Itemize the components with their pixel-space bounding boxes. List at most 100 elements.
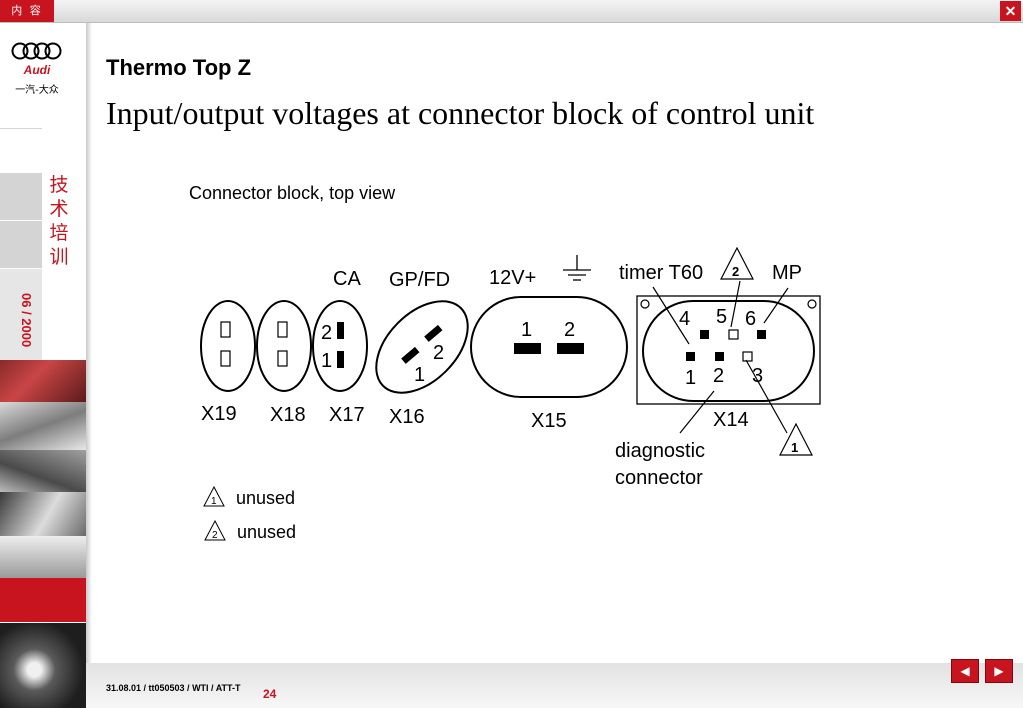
page-number: 24 [263, 687, 277, 701]
x17-pin [337, 351, 344, 368]
x17-header: CA [333, 268, 361, 290]
x14-pin [700, 330, 709, 339]
sidebar-photo [0, 536, 86, 578]
x16-pin [401, 346, 420, 364]
x14-mount-hole [640, 299, 650, 309]
sidebar-photo [0, 360, 86, 402]
legend-item: 1 unused [203, 485, 295, 508]
x16-pin-2-label: 2 [433, 342, 444, 364]
legend-item: 2 unused [204, 519, 296, 542]
x14-mount-hole [807, 299, 817, 309]
x14-pin-empty [742, 351, 753, 362]
sidebar-photo [0, 623, 86, 708]
previous-slide-button[interactable]: ◀ [951, 659, 979, 683]
legend-badge: 1 [211, 496, 217, 507]
badge-top-leader-line [730, 280, 741, 328]
x17-label: X17 [329, 404, 365, 426]
legend-text: unused [236, 488, 295, 508]
sidebar-red-block [0, 578, 86, 622]
x14-pin-6-label: 6 [745, 308, 756, 330]
audi-rings-icon [11, 42, 62, 60]
x17-housing [312, 300, 368, 392]
x16-label: X16 [389, 406, 425, 428]
x16-pin [424, 324, 443, 342]
x18-pin-slot [277, 350, 288, 367]
x19-housing [200, 300, 256, 392]
x17-pin-2-label: 2 [321, 322, 332, 344]
ground-icon [563, 255, 591, 281]
badge-top-number: 2 [732, 264, 739, 279]
x15-pin [557, 343, 584, 354]
timer-label: timer T60 [619, 262, 703, 284]
badge-right-number: 1 [791, 440, 798, 455]
diagnostic-label-line2: connector [615, 467, 703, 489]
logo-word: Audi [23, 63, 51, 77]
sidebar-block [0, 221, 42, 269]
slide-subtitle: Thermo Top Z [106, 55, 252, 80]
close-button[interactable]: ✕ [1000, 1, 1021, 21]
timer-leader-line [652, 286, 690, 345]
x17-pin [337, 322, 344, 339]
x14-pin-3-label: 3 [752, 365, 763, 387]
x16-housing [375, 300, 469, 394]
warning-triangle-icon: 1 [779, 422, 813, 456]
section-title: 技术培训 [49, 174, 69, 268]
x14-label: X14 [713, 409, 749, 431]
contents-menu-button[interactable]: 内 容 [0, 0, 54, 22]
warning-triangle-icon: 2 [204, 519, 226, 541]
slide-title: Input/output voltages at connector block… [106, 95, 815, 131]
x15-housing [470, 296, 628, 398]
sidebar-photo [0, 450, 86, 492]
legend-text: unused [237, 522, 296, 542]
sidebar: Audi 一汽-大众 技术培训 06 / 2000 [0, 23, 86, 708]
x17-pin-1-label: 1 [321, 350, 332, 372]
sidebar-block [0, 269, 42, 366]
x14-pin [715, 352, 724, 361]
arrow-right-icon: ▶ [994, 664, 1004, 678]
x15-label: X15 [531, 410, 567, 432]
x14-housing [642, 300, 815, 402]
x15-pin-1-label: 1 [521, 319, 532, 341]
x16-pin-1-label: 1 [414, 364, 425, 386]
x18-label: X18 [270, 404, 306, 426]
x14-pin [757, 330, 766, 339]
mp-label: MP [772, 262, 802, 284]
x14-flange [636, 295, 821, 405]
diagnostic-leader-line [679, 390, 715, 434]
x18-housing [256, 300, 312, 392]
x19-label: X19 [201, 403, 237, 425]
sidebar-block [0, 173, 42, 221]
audi-logo: Audi 一汽-大众 [0, 23, 86, 105]
x14-pin-empty [728, 329, 739, 340]
x15-header: 12V+ [489, 267, 536, 289]
sidebar-photo [0, 492, 86, 536]
course-date: 06 / 2000 [19, 292, 34, 348]
logo-caption: 一汽-大众 [15, 85, 59, 96]
sidebar-shadow [86, 23, 92, 663]
next-slide-button[interactable]: ▶ [985, 659, 1013, 683]
warning-triangle-icon: 2 [720, 246, 754, 280]
top-bar [0, 0, 1023, 23]
sidebar-photo [0, 402, 86, 450]
badge-right-leader-line [745, 359, 788, 434]
warning-triangle-icon: 1 [203, 485, 225, 507]
x16-header: GP/FD [389, 269, 450, 291]
x15-pin [514, 343, 541, 354]
x14-pin-1-label: 1 [685, 367, 696, 389]
x15-pin-2-label: 2 [564, 319, 575, 341]
footer-reference: 31.08.01 / tt050503 / WTI / ATT-T [106, 683, 241, 693]
mp-leader-line [763, 287, 789, 324]
x19-pin-slot [220, 321, 231, 338]
x14-pin [686, 352, 695, 361]
x19-pin-slot [220, 350, 231, 367]
x14-pin-2-label: 2 [713, 365, 724, 387]
diagnostic-label-line1: diagnostic [615, 440, 705, 462]
x14-pin-4-label: 4 [679, 308, 690, 330]
diagram-caption: Connector block, top view [189, 183, 396, 203]
legend-badge: 2 [212, 530, 218, 541]
arrow-left-icon: ◀ [960, 664, 970, 678]
bottom-bar [86, 663, 1023, 708]
x14-pin-5-label: 5 [716, 306, 727, 328]
x18-pin-slot [277, 321, 288, 338]
